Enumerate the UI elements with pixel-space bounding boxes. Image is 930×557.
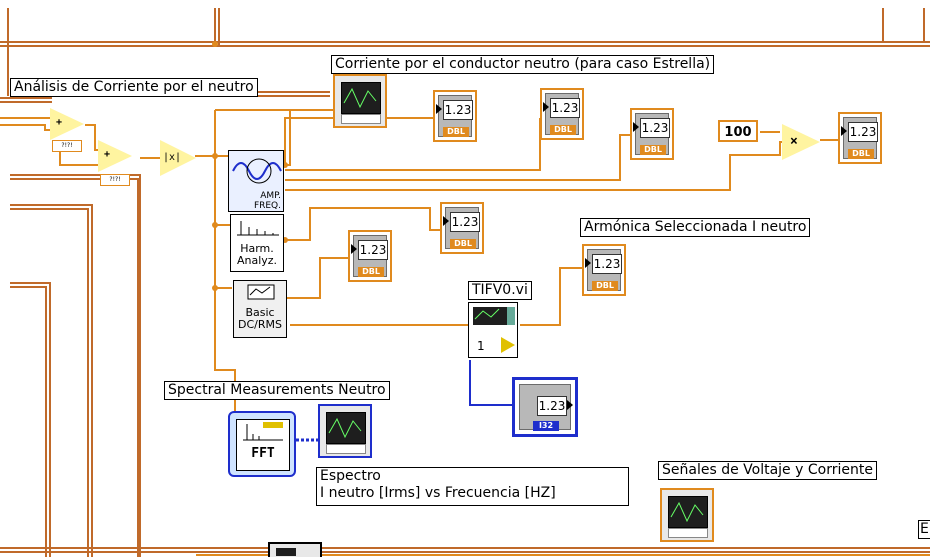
label-senales[interactable]: Señales de Voltaje y Corriente [658, 461, 877, 480]
amp-freq-vi[interactable]: AMP. FREQ. [228, 150, 284, 212]
label-spectral[interactable]: Spectral Measurements Neutro [164, 381, 390, 400]
fft-label: FFT [251, 446, 275, 461]
constant-100[interactable]: 100 [718, 120, 758, 142]
abs-symbol: |x| [163, 152, 182, 163]
label-analisis[interactable]: Análisis de Corriente por el neutro [10, 78, 258, 97]
harm-analyz-line1: Harm. [240, 242, 274, 255]
tifv-index: 1 [477, 339, 485, 353]
sine-wave-icon [232, 158, 282, 184]
label-espectro[interactable]: Espectro I neutro [Irms] vs Frecuencia [… [316, 467, 629, 506]
tifv0-subvi[interactable]: 1 [468, 302, 518, 358]
harm-analyz-line2: Analyz. [236, 254, 278, 267]
fft-vi[interactable]: FFT [228, 411, 296, 477]
waveform-icon [343, 87, 377, 109]
graph-bottom-partial[interactable] [268, 542, 322, 557]
indicator-i32[interactable]: 1.23 I32 [512, 377, 578, 437]
add-symbol-2: + [104, 149, 111, 160]
error-cluster-2[interactable]: ?!?! [100, 174, 130, 186]
label-corriente-conductor[interactable]: Corriente por el conductor neutro (para … [331, 55, 715, 74]
basic-dcrms-line1: Basic [245, 306, 275, 319]
tifv-arrow-icon [501, 337, 515, 353]
graph-corriente-conductor[interactable] [333, 74, 387, 128]
meter-icon [247, 284, 275, 300]
spectrum-icon [243, 422, 283, 441]
label-armonica[interactable]: Armónica Seleccionada I neutro [580, 218, 811, 237]
multiply-symbol: × [790, 134, 798, 149]
amp-freq-line1: AMP. [260, 191, 281, 201]
tifv-icon [473, 307, 515, 325]
basic-dcrms-line2: DC/RMS [238, 318, 282, 331]
add-symbol-1: + [56, 117, 63, 128]
add-operator-2[interactable] [98, 140, 132, 172]
harm-analyz-vi[interactable]: Harm. Analyz. [230, 214, 284, 272]
error-cluster-1[interactable]: ?!?! [52, 140, 82, 152]
multiply-operator[interactable] [782, 124, 820, 160]
basic-dcrms-vi[interactable]: Basic DC/RMS [233, 280, 287, 338]
waveform-icon [670, 501, 704, 523]
label-espectro-line1: Espectro [320, 468, 381, 484]
label-espectro-line2: I neutro [Irms] vs Frecuencia [HZ] [320, 485, 556, 501]
add-operator-1[interactable] [50, 108, 84, 140]
waveform-icon [328, 417, 362, 439]
amp-freq-line2: FREQ. [253, 201, 281, 211]
graph-espectro[interactable] [318, 404, 372, 458]
label-edge[interactable]: E [918, 520, 930, 539]
harmonic-bars-icon [237, 221, 279, 236]
abs-operator[interactable] [160, 140, 196, 176]
label-tifv0[interactable]: TIFV0.vi [468, 281, 532, 300]
graph-senales[interactable] [660, 488, 714, 542]
